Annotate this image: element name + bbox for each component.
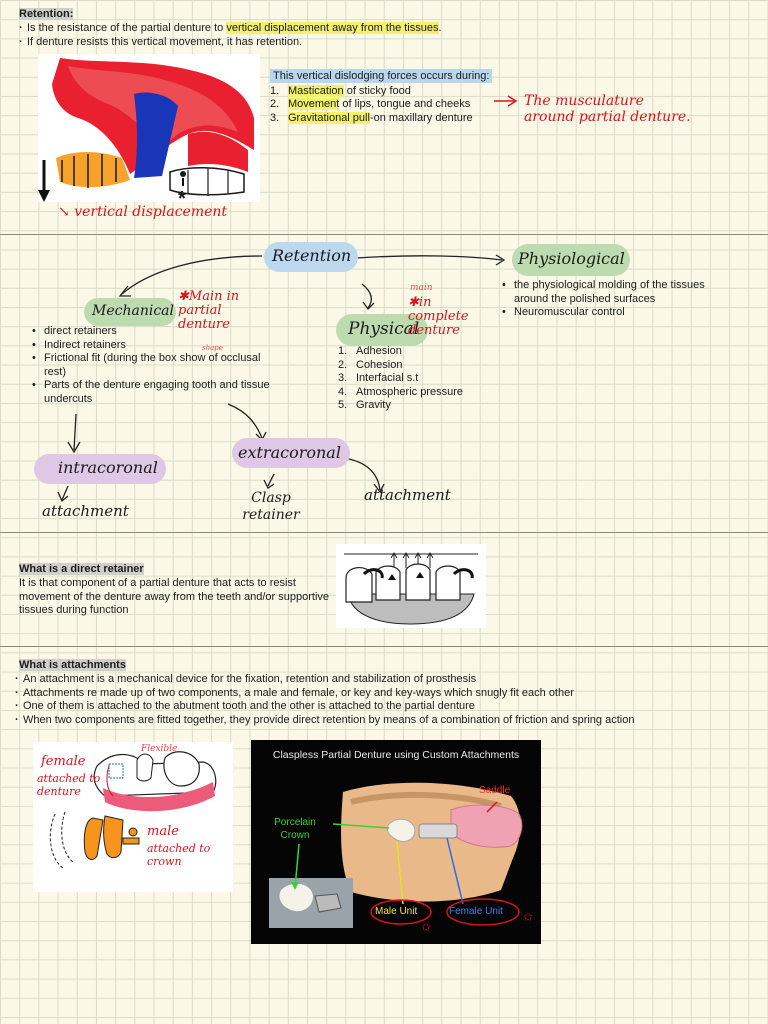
mechanical-node-label: Mechanical bbox=[92, 303, 174, 319]
extracoronal-node-label: extracoronal bbox=[238, 443, 341, 462]
star-icon: ✩ bbox=[523, 910, 534, 924]
attachments-body: An attachment is a mechanical device for… bbox=[15, 673, 755, 727]
concept-map-arrows bbox=[57, 254, 506, 503]
force-item: 3.Gravitational pull-on maxillary dentur… bbox=[270, 111, 473, 124]
force-item: 2.Movement of lips, tongue and cheeks bbox=[270, 98, 471, 110]
photo-title: Claspless Partial Denture using Custom A… bbox=[272, 749, 520, 761]
physical-item: 2.Cohesion bbox=[338, 358, 403, 371]
saddle-label: Saddle bbox=[479, 785, 511, 796]
attachments-line: One of them is attached to the abutment … bbox=[15, 700, 755, 714]
female-label: female bbox=[41, 754, 86, 769]
force-item: 1.Mastication of sticky food bbox=[270, 84, 411, 97]
denture-vertical-displacement-illustration bbox=[38, 54, 260, 202]
star-icon: ✱ bbox=[178, 289, 189, 304]
extracoronal-node bbox=[232, 438, 350, 468]
attachments-heading: What is attachments bbox=[19, 659, 126, 671]
retention-heading: Retention: bbox=[19, 8, 74, 20]
mechanical-item: direct retainers bbox=[32, 325, 282, 339]
male-unit-label: Male Unit bbox=[375, 906, 418, 917]
arrow-icon: ↘ bbox=[58, 204, 75, 220]
retention-node bbox=[264, 242, 358, 272]
attachments-line: When two components are fitted together,… bbox=[15, 714, 755, 728]
physiological-item: the physiological molding of the tissues… bbox=[502, 279, 722, 306]
intracoronal-node-label: intracoronal bbox=[58, 458, 158, 477]
physical-item: 1.Adhesion bbox=[338, 345, 402, 357]
mechanical-list: direct retainers Indirect retainers Fric… bbox=[32, 325, 282, 406]
direct-retainer-illustration bbox=[336, 544, 486, 628]
physiological-node-label: Physiological bbox=[518, 249, 625, 268]
mechanical-item: Parts of the denture engaging tooth and … bbox=[32, 379, 282, 406]
porcelain-crown-label: Porcelain Crown bbox=[274, 817, 316, 841]
attachment-right-label: attachment bbox=[364, 486, 451, 504]
vertical-displacement-note: ↘ vertical displacement bbox=[58, 204, 228, 220]
musculature-note: The musculature around partial denture. bbox=[524, 93, 691, 125]
intracoronal-node bbox=[34, 454, 166, 484]
star-icon: ✱ bbox=[408, 295, 419, 310]
asterisk-mark: * bbox=[178, 188, 186, 210]
section-divider bbox=[0, 234, 768, 235]
female-sub-label: attached to denture bbox=[37, 772, 101, 798]
physical-list: 1.Adhesion 2.Cohesion 3.Interfacial s.t … bbox=[338, 345, 538, 413]
attachment-sketch: female attached to denture Flexible male… bbox=[33, 742, 233, 892]
main-complete-note: ✱in complete denture bbox=[408, 295, 469, 338]
direct-retainer-heading: What is a direct retainer bbox=[19, 563, 144, 575]
physical-item: 5.Gravity bbox=[338, 399, 391, 411]
physiological-list: the physiological molding of the tissues… bbox=[502, 279, 722, 320]
main-small-note: main bbox=[410, 283, 433, 293]
physical-node-label: Physical bbox=[348, 319, 420, 339]
section-divider bbox=[0, 646, 768, 647]
clasp-retainer-label: Clasp retainer bbox=[242, 490, 300, 523]
male-label: male bbox=[147, 824, 179, 839]
arrow-icon bbox=[494, 95, 518, 107]
physical-item: 4.Atmospheric pressure bbox=[338, 385, 463, 398]
physiological-item: Neuromuscular control bbox=[502, 306, 722, 320]
retention-definition: Is the resistance of the partial denture… bbox=[19, 22, 639, 49]
mechanical-item: Frictional fit (during the box show of o… bbox=[32, 352, 282, 379]
female-unit-label: Female Unit bbox=[449, 906, 503, 917]
dislodging-forces: This vertical dislodging forces occurs d… bbox=[270, 69, 510, 125]
physiological-node bbox=[512, 244, 630, 276]
mechanical-item: Indirect retainers bbox=[32, 339, 282, 353]
attachment-left-label: attachment bbox=[42, 502, 129, 520]
physical-node bbox=[336, 314, 428, 346]
attachments-line: An attachment is a mechanical device for… bbox=[15, 673, 755, 687]
mechanical-node bbox=[84, 298, 176, 326]
retention-node-label: Retention bbox=[272, 246, 352, 265]
flexible-label: Flexible bbox=[141, 744, 178, 754]
claspless-denture-photo: Claspless Partial Denture using Custom A… bbox=[251, 740, 541, 944]
direct-retainer-body: It is that component of a partial dentur… bbox=[19, 577, 330, 616]
male-sub-label: attached to crown bbox=[147, 842, 211, 868]
section-divider bbox=[0, 532, 768, 533]
physical-item: 3.Interfacial s.t bbox=[338, 372, 419, 384]
star-icon: ✩ bbox=[421, 920, 432, 934]
forces-intro: This vertical dislodging forces occurs d… bbox=[270, 69, 493, 83]
retention-line-2: If denture resists this vertical movemen… bbox=[19, 36, 639, 50]
retention-line-1: Is the resistance of the partial denture… bbox=[19, 22, 639, 36]
attachments-line: Attachments re made up of two components… bbox=[15, 687, 755, 701]
